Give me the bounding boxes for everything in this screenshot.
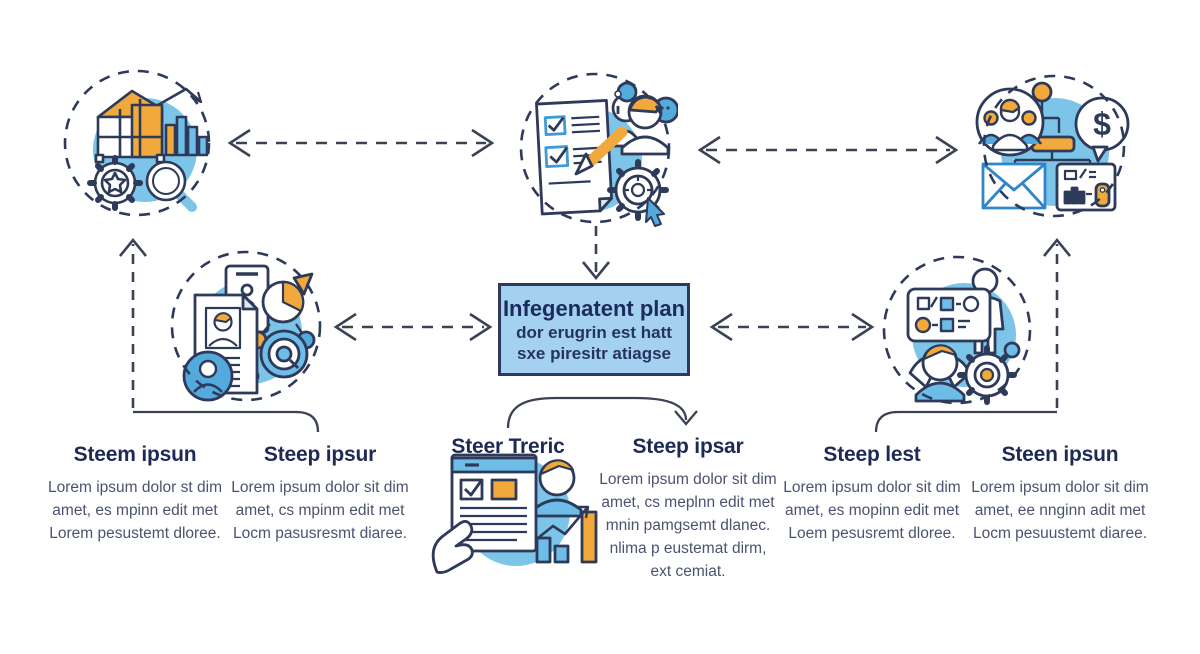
dashed-circle-top-right [982,74,1126,218]
step-6-heading: Steen ipsun [1001,443,1119,466]
step-block-5: Steep lest Lorem ipsum dolor sit dim ame… [774,443,970,545]
arrow-block2-topleft [118,237,320,433]
dashed-circle-top-center [519,72,671,224]
central-plan-box: Infegenatent plan dor erugrin est hatt s… [498,283,690,376]
arrow-block3-block4 [506,396,698,429]
step-5-body: Lorem ipsum dolor sit dim amet, es mopin… [783,479,961,542]
task-assignment-icon [906,267,1021,405]
step-block-2: Steep ipsur Lorem ipsum dolor sit dim am… [222,443,418,545]
plan-box-line2: sxe piresitr atiagse [516,343,672,363]
plan-box-line1: dor erugrin est hatt [516,322,672,342]
step-3-heading: Steer Treric [451,435,565,458]
arrow-topcenter-box [581,226,611,281]
step-1-body: Lorem ipsum dolor st dim amet, es mpinn … [47,479,222,542]
step-1-heading: Steem ipsun [73,443,197,466]
step-4-heading: Steep ipsar [632,435,744,458]
dashed-circle-top-left [63,69,211,217]
candidate-profile-icon [182,264,316,402]
arrow-topcenter-topright [697,135,959,165]
dollar-icon: $ [1093,106,1111,142]
step-2-heading: Steep ipsur [263,443,377,466]
step-block-1: Steem ipsun Lorem ipsum dolor st dim ame… [37,443,233,545]
dashed-circle-mid-right [882,255,1032,405]
step-4-body: Lorem ipsum dolor sit dim amet, cs mepln… [599,471,777,580]
step-6-body: Lorem ipsum dolor sit dim amet, ee nngin… [971,479,1149,542]
step-block-3: Steer Treric [410,435,606,459]
arrow-box-midright [709,312,875,342]
arrow-midleft-box [333,312,493,342]
construction-analytics-icon [87,87,209,212]
arrow-topleft-topcenter [227,128,495,158]
step-block-4: Steep ipsar Lorem ipsum dolor sit dim am… [590,435,786,583]
dashed-circle-mid-left [170,250,322,402]
report-review-icon [431,453,598,574]
arrow-block5-topright [874,237,1072,433]
step-block-6: Steen ipsun Lorem ipsum dolor sit dim am… [962,443,1158,545]
communication-budget-icon: $ [975,81,1130,212]
checklist-engagement-icon [535,81,678,227]
plan-box-title: Infegenatent plan [502,295,686,321]
step-5-heading: Steep lest [823,443,921,466]
step-2-body: Lorem ipsum dolor sit dim amet, cs mpinm… [231,479,409,542]
